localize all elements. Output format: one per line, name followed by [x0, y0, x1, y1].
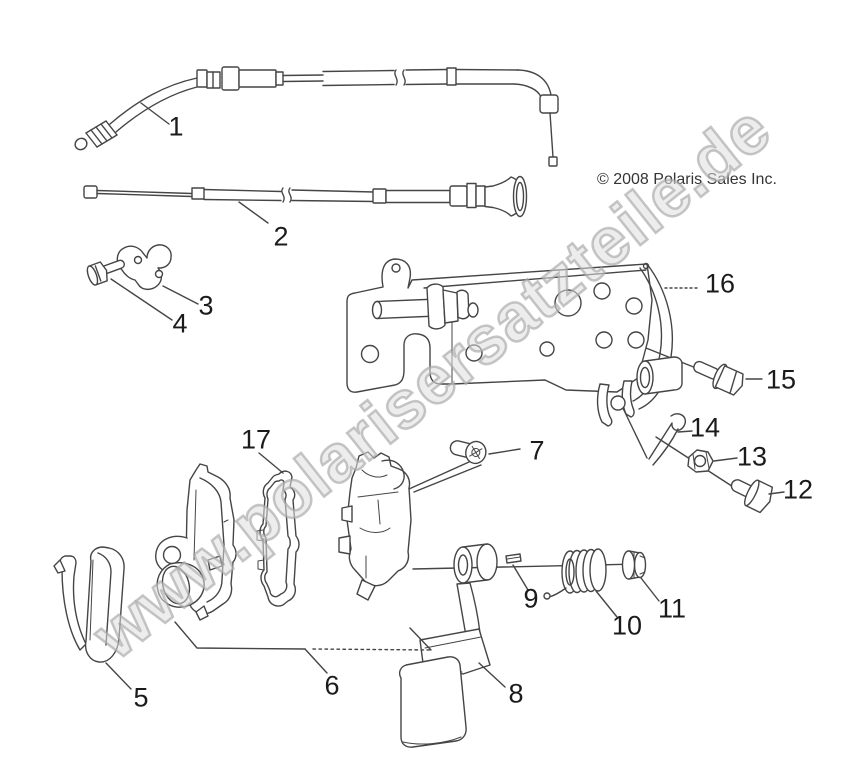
roll-pin [505, 553, 522, 564]
part-label-5: 5 [133, 682, 149, 713]
bracket-bolt [86, 259, 125, 286]
brake-pedal [398, 543, 498, 748]
part-label-4: 4 [172, 308, 188, 339]
callout-leader-lines [105, 102, 785, 690]
choke-cable [83, 175, 528, 218]
main-bracket [346, 258, 683, 427]
part-label-3: 3 [198, 290, 214, 321]
part-label-9: 9 [523, 583, 539, 614]
part-label-16: 16 [704, 268, 736, 299]
part-label-2: 2 [273, 221, 289, 252]
part-label-8: 8 [508, 678, 524, 709]
bolt-15 [693, 360, 744, 396]
return-spring [543, 548, 607, 600]
part-label-13: 13 [736, 441, 768, 472]
throttle-housing-right [338, 451, 412, 601]
pivot-nut [621, 550, 647, 580]
assembly-brace [174, 621, 432, 674]
part-label-12: 12 [782, 474, 814, 505]
pedal-housing-left [155, 463, 237, 621]
part-label-10: 10 [611, 610, 643, 641]
part-label-17: 17 [240, 424, 272, 455]
part-label-14: 14 [689, 412, 721, 443]
cable-bracket [116, 244, 172, 291]
pedal-gasket [256, 470, 300, 607]
part-label-11: 11 [657, 593, 687, 624]
screw-7 [449, 440, 487, 465]
nut-13 [687, 449, 714, 473]
pedal-pad-5 [53, 546, 125, 663]
cotter-pin [648, 413, 686, 466]
bolt-12 [730, 479, 774, 514]
part-label-1: 1 [168, 111, 184, 142]
part-label-7: 7 [529, 435, 545, 466]
part-label-15: 15 [765, 364, 797, 395]
throttle-cable [74, 66, 559, 167]
copyright-notice: © 2008 Polaris Sales Inc. [597, 171, 777, 188]
part-label-6: 6 [324, 670, 340, 701]
